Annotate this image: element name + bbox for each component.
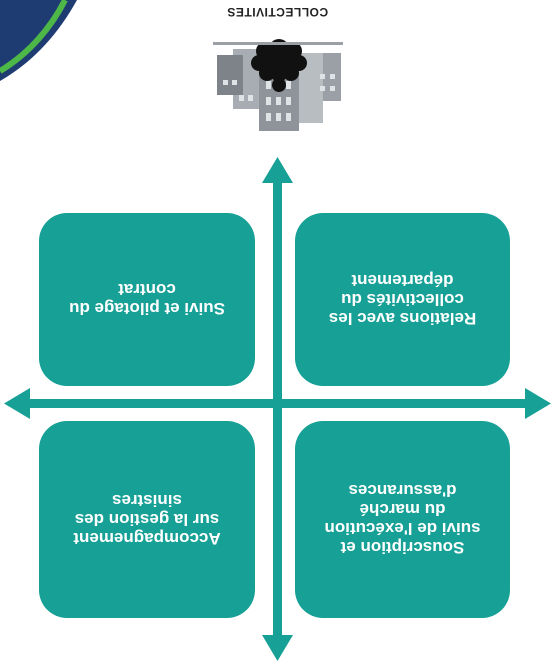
brand-label: COLLECTIVITES	[226, 5, 329, 19]
quadrant-card-top-right: Suivi et pilotage du contrat	[39, 213, 255, 386]
quadrant-label: Relations avec les collectivités du dépa…	[328, 271, 477, 328]
quadrant-card-bottom-right: Accompagnement sur la gestion des sinist…	[39, 421, 255, 618]
city-buildings-icon	[213, 26, 343, 131]
quadrant-label: Accompagnement sur la gestion des sinist…	[73, 491, 221, 548]
quadrant-label: Suivi et pilotage du contrat	[69, 280, 225, 319]
quadrant-card-bottom-left: Souscription et suivi de l'exécution du …	[295, 421, 510, 618]
quadrant-card-top-left: Relations avec les collectivités du dépa…	[295, 213, 510, 386]
quadrant-label: Souscription et suivi de l'exécution du …	[324, 481, 481, 558]
